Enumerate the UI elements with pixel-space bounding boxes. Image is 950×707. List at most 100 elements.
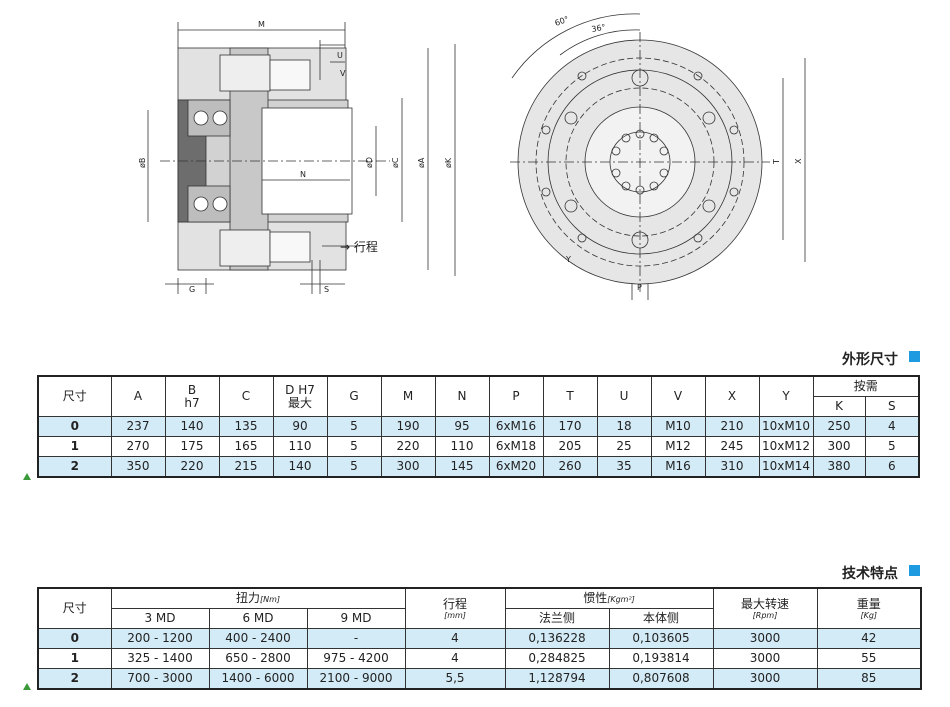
- cell-weight: 85: [816, 668, 922, 690]
- cell-x: 210: [704, 416, 760, 437]
- header-stroke: 行程[mm]: [404, 587, 506, 629]
- cell-x: 245: [704, 436, 760, 457]
- cell-3md: 700 - 3000: [110, 668, 210, 690]
- cell-p: 6xM18: [488, 436, 544, 457]
- header-v: V: [650, 375, 706, 417]
- header-3md: 3 MD: [110, 608, 210, 629]
- header-weight: 重量[Kg]: [816, 587, 922, 629]
- header-u: U: [596, 375, 652, 417]
- cell-3md: 200 - 1200: [110, 628, 210, 649]
- cell-p: 6xM20: [488, 456, 544, 478]
- dims-section-marker: [909, 351, 920, 362]
- header-c: C: [218, 375, 274, 417]
- cell-flange: 1,128794: [504, 668, 610, 690]
- cell-a: 350: [110, 456, 166, 478]
- table-row: 0 200 - 1200 400 - 2400 - 4 0,136228 0,1…: [37, 628, 922, 649]
- dim-label-n: N: [300, 170, 306, 179]
- cell-size: 2: [37, 456, 112, 478]
- cell-stroke: 5,5: [404, 668, 506, 690]
- dim-label-t: T: [772, 159, 781, 165]
- cell-6md: 650 - 2800: [208, 648, 308, 669]
- header-y: Y: [758, 375, 814, 417]
- cell-size: 1: [37, 436, 112, 457]
- tech-section-marker: [909, 565, 920, 576]
- dims-section-title: 外形尺寸: [842, 352, 898, 368]
- cell-b: 220: [164, 456, 220, 478]
- dim-label-d: øD: [365, 157, 374, 168]
- cell-a: 270: [110, 436, 166, 457]
- cell-u: 18: [596, 416, 652, 437]
- header-flange-side: 法兰侧: [504, 608, 610, 629]
- cell-s: 6: [864, 456, 920, 478]
- cell-9md: -: [306, 628, 406, 649]
- cell-body: 0,103605: [608, 628, 714, 649]
- cell-v: M10: [650, 416, 706, 437]
- cell-size: 0: [37, 416, 112, 437]
- cell-m: 190: [380, 416, 436, 437]
- dim-label-g: G: [189, 285, 195, 294]
- header-9md: 9 MD: [306, 608, 406, 629]
- cell-y: 10xM10: [758, 416, 814, 437]
- cell-g: 5: [326, 436, 382, 457]
- tech-header-row: 尺寸 扭力[Nm] 行程[mm] 惯性[Kgm²] 最大转速[Rpm] 重量[K…: [37, 587, 922, 629]
- cell-9md: 975 - 4200: [306, 648, 406, 669]
- cell-stroke: 4: [404, 628, 506, 649]
- cell-v: M12: [650, 436, 706, 457]
- stroke-label: → 行程: [340, 239, 378, 254]
- cell-g: 5: [326, 456, 382, 478]
- table-row: 2 700 - 3000 1400 - 6000 2100 - 9000 5,5…: [37, 668, 922, 690]
- cell-6md: 1400 - 6000: [208, 668, 308, 690]
- cell-3md: 325 - 1400: [110, 648, 210, 669]
- cell-weight: 42: [816, 628, 922, 649]
- cell-stroke: 4: [404, 648, 506, 669]
- header-g: G: [326, 375, 382, 417]
- angle-label-36: 36°: [591, 23, 607, 34]
- cell-u: 25: [596, 436, 652, 457]
- cell-y: 10xM12: [758, 436, 814, 457]
- cell-x: 310: [704, 456, 760, 478]
- header-s: S: [864, 396, 920, 417]
- cell-t: 260: [542, 456, 598, 478]
- table-row: 1 325 - 1400 650 - 2800 975 - 4200 4 0,2…: [37, 648, 922, 669]
- selected-row-marker-icon: [23, 683, 31, 690]
- header-torque: 扭力[Nm]: [110, 587, 406, 609]
- cell-m: 220: [380, 436, 436, 457]
- cell-size: 0: [37, 628, 112, 649]
- cell-g: 5: [326, 416, 382, 437]
- cell-9md: 2100 - 9000: [306, 668, 406, 690]
- header-t: T: [542, 375, 598, 417]
- header-size: 尺寸: [37, 587, 112, 629]
- cell-p: 6xM16: [488, 416, 544, 437]
- table-row: 2 350 220 215 140 5 300 145 6xM20 260 35…: [37, 456, 920, 478]
- cell-speed: 3000: [712, 648, 818, 669]
- tech-section-title: 技术特点: [842, 566, 898, 582]
- cell-a: 237: [110, 416, 166, 437]
- cell-size: 2: [37, 668, 112, 690]
- header-6md: 6 MD: [208, 608, 308, 629]
- cell-c: 165: [218, 436, 274, 457]
- cell-m: 300: [380, 456, 436, 478]
- dim-label-a: øA: [417, 157, 426, 168]
- dim-label-b: øB: [138, 158, 147, 168]
- dim-label-k: øK: [444, 157, 453, 168]
- tech-subheader-row: 3 MD 6 MD 9 MD 法兰侧 本体侧: [38, 608, 921, 629]
- header-max-speed: 最大转速[Rpm]: [712, 587, 818, 629]
- cell-t: 170: [542, 416, 598, 437]
- side-section-view: [147, 22, 456, 294]
- cell-body: 0,193814: [608, 648, 714, 669]
- tech-table: 尺寸 扭力[Nm] 行程[mm] 惯性[Kgm²] 最大转速[Rpm] 重量[K…: [37, 587, 922, 690]
- cell-s: 4: [864, 416, 920, 437]
- cell-speed: 3000: [712, 668, 818, 690]
- angle-label-60: 60°: [554, 15, 570, 28]
- header-k: K: [812, 396, 866, 417]
- table-row: 0 237 140 135 90 5 190 95 6xM16 170 18 M…: [37, 416, 920, 437]
- dims-subheader-row: K S: [38, 396, 920, 417]
- header-x: X: [704, 375, 760, 417]
- header-inertia: 惯性[Kgm²]: [504, 587, 714, 609]
- cell-u: 35: [596, 456, 652, 478]
- dim-label-x: X: [794, 158, 803, 164]
